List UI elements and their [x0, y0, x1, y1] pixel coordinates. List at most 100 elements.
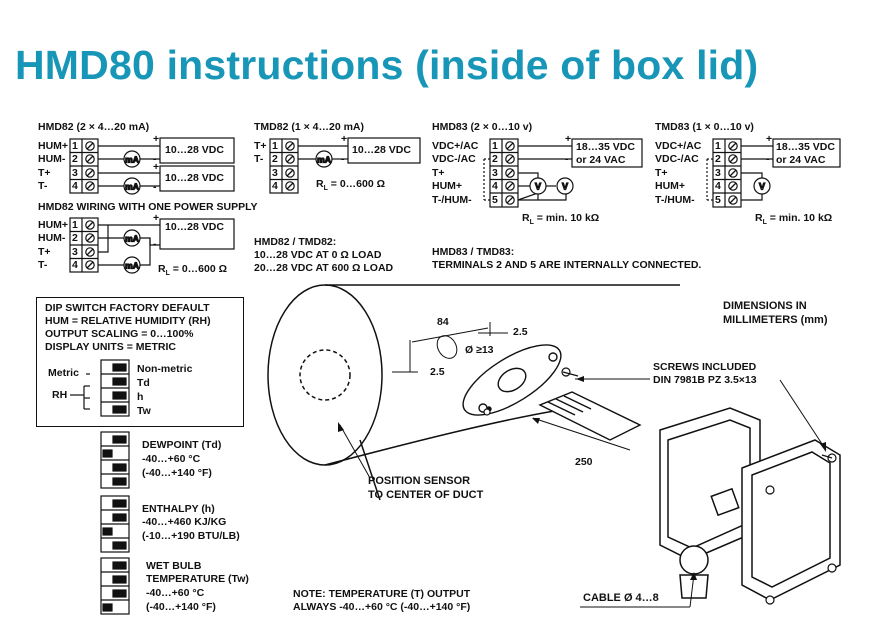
- tmd83-title: TMD83 (1 × 0…10 v): [655, 121, 754, 133]
- dimensions-line1: DIMENSIONS IN: [723, 300, 807, 312]
- terminal-number: 3: [72, 167, 78, 179]
- terminal-number: 3: [715, 167, 721, 179]
- page-title: HMD80 instructions (inside of box lid): [15, 42, 759, 88]
- wetbulb-range-c: -40…+60 °C: [146, 587, 205, 599]
- dewpoint-title: DEWPOINT (Td): [142, 439, 222, 451]
- position-line2: TO CENTER OF DUCT: [368, 489, 484, 501]
- screw-icons: [483, 367, 837, 605]
- dewpoint-range-f: (-40…+140 °F): [142, 467, 212, 479]
- dimensions-line2: MILLIMETERS (mm): [723, 314, 828, 326]
- tmd83-term-3: T+: [655, 167, 668, 179]
- dim-250: 250: [575, 456, 593, 468]
- tmd83-wiring: [706, 138, 841, 208]
- tmd82-supply: 10…28 VDC: [352, 144, 411, 156]
- hmd82-wiring: [69, 137, 235, 195]
- hmd82-term-2: HUM-: [38, 153, 66, 165]
- terminal-number: 1: [272, 140, 278, 152]
- tmd82-title: TMD82 (1 × 4…20 mA): [254, 121, 364, 133]
- note-82-line2: 10…28 VDC AT 0 Ω LOAD: [254, 249, 382, 261]
- tmd83-term-2: VDC-/AC: [655, 153, 699, 165]
- terminal-number: 4: [72, 259, 78, 271]
- tmd82-rl: RL = 0…600 Ω: [316, 178, 386, 193]
- dip-option-4: Tw: [137, 405, 151, 417]
- hmd82-term-4: T-: [38, 180, 48, 192]
- terminal-number: 5: [492, 194, 498, 206]
- enthalpy-range-btu: (-10…+190 BTU/LB): [142, 530, 240, 542]
- plus-sign: +: [565, 133, 572, 145]
- plus-sign: +: [153, 212, 160, 224]
- hmd82-one-supply-title: HMD82 WIRING WITH ONE POWER SUPPLY: [38, 201, 258, 213]
- hmd83-term-4: HUM+: [432, 180, 463, 192]
- dip-default-switch: [70, 359, 130, 417]
- hmd82-title: HMD82 (2 × 4…20 mA): [38, 121, 150, 133]
- wetbulb-title1: WET BULB: [146, 560, 202, 572]
- tmd83-term-4: HUM+: [655, 180, 686, 192]
- wetbulb-title2: TEMPERATURE (Tw): [146, 573, 249, 585]
- dim-25-top: 2.5: [513, 326, 528, 338]
- tmd82-wiring: [269, 137, 421, 194]
- dim-84: 84: [437, 316, 449, 328]
- hmd82-one-term-3: T+: [38, 246, 51, 258]
- terminal-number: 4: [272, 180, 278, 192]
- hmd83-rl: RL = min. 10 kΩ: [522, 212, 600, 227]
- dip-box-line4: DISPLAY UNITS = METRIC: [45, 341, 176, 353]
- terminal-number: 4: [715, 180, 721, 192]
- dip-option-3: h: [137, 391, 144, 403]
- position-line1: POSITION SENSOR: [368, 475, 471, 487]
- arrow-heads: [338, 376, 826, 580]
- terminal-number: 5: [715, 194, 721, 206]
- tmd82-term-2: T-: [254, 153, 264, 165]
- hmd82-one-supply-wiring: [69, 217, 235, 274]
- terminal-number: 4: [492, 180, 498, 192]
- dip-option-2: Td: [137, 377, 150, 389]
- terminal-number: 4: [72, 180, 78, 192]
- dewpoint-range-c: -40…+60 °C: [142, 453, 201, 465]
- hmd82-supply-2: 10…28 VDC: [165, 172, 224, 184]
- terminal-number: 2: [72, 153, 78, 165]
- note-temp-line1: NOTE: TEMPERATURE (T) OUTPUT: [293, 588, 471, 600]
- hmd82-term-1: HUM+: [38, 140, 69, 152]
- minus-sign: -: [153, 153, 157, 165]
- terminal-number: 2: [715, 153, 721, 165]
- hmd83-term-5: T-/HUM-: [432, 194, 472, 206]
- minus-sign: -: [341, 153, 345, 165]
- dim-hole: Ø ≥13: [465, 344, 494, 356]
- duct-drawing: [267, 284, 680, 501]
- hmd82-one-supply: 10…28 VDC: [165, 221, 224, 233]
- hmd82-one-term-1: HUM+: [38, 219, 69, 231]
- tmd83-term-1: VDC+/AC: [655, 140, 702, 152]
- hmd82-supply-1: 10…28 VDC: [165, 144, 224, 156]
- plus-sign: +: [153, 161, 160, 173]
- dim-25-left: 2.5: [430, 366, 445, 378]
- plus-sign: +: [341, 133, 348, 145]
- terminal-number: 3: [272, 167, 278, 179]
- note-82-line3: 20…28 VDC AT 600 Ω LOAD: [254, 262, 394, 274]
- terminal-number: 2: [272, 153, 278, 165]
- note-82-line1: HMD82 / TMD82:: [254, 236, 337, 248]
- hmd83-wiring: [483, 138, 643, 208]
- dip-box-line3: OUTPUT SCALING = 0…100%: [45, 328, 194, 340]
- terminal-number: 1: [72, 140, 78, 152]
- tmd83-term-5: T-/HUM-: [655, 194, 695, 206]
- cable-label: CABLE Ø 4…8: [583, 592, 659, 604]
- hmd83-term-2: VDC-/AC: [432, 153, 476, 165]
- minus-sign: -: [153, 238, 157, 250]
- dip-option-1: Non-metric: [137, 363, 193, 375]
- terminal-number: 1: [72, 219, 78, 231]
- sensor-flange: [462, 344, 642, 441]
- note-83-line1: HMD83 / TMD83:: [432, 246, 515, 258]
- tmd82-term-1: T+: [254, 140, 267, 152]
- plus-sign: +: [766, 133, 773, 145]
- hmd83-term-1: VDC+/AC: [432, 140, 479, 152]
- dip-box-line1: DIP SWITCH FACTORY DEFAULT: [45, 302, 210, 314]
- minus-sign: -: [766, 153, 770, 165]
- hmd82-term-3: T+: [38, 167, 51, 179]
- dip-wetbulb-switch: [100, 557, 130, 615]
- enthalpy-range-kj: -40…+460 KJ/KG: [142, 516, 227, 528]
- dip-metric-label: Metric: [48, 367, 79, 379]
- plus-sign: +: [153, 133, 160, 145]
- dip-box-line2: HUM = RELATIVE HUMIDITY (RH): [45, 315, 211, 327]
- dip-default-box: [36, 297, 244, 427]
- terminal-number: 2: [72, 232, 78, 244]
- dip-enthalpy-switch: [100, 495, 130, 553]
